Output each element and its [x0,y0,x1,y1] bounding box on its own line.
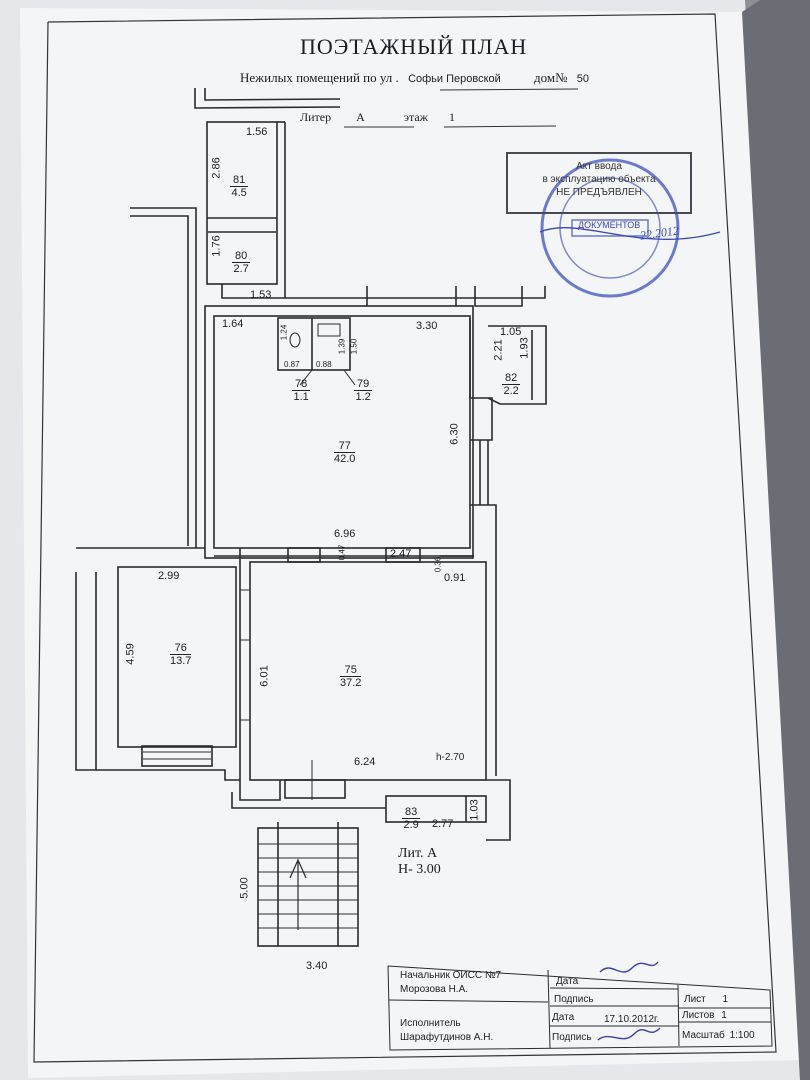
scale-cell: Масштаб 1:100 [682,1030,755,1041]
street-name: Софьи Перовской [408,73,501,85]
sheet-cell: Лист 1 [684,994,728,1005]
address-prefix: Нежилых помещений по ул . [240,70,399,85]
dim-0-36: 0.36 [433,556,443,573]
dim-1-39: 1.39 [337,338,347,355]
dim-0-88: 0.88 [316,360,332,369]
dim-6-01: 6.01 [258,665,271,687]
sheets-cell: Листов 1 [682,1010,727,1021]
dim-0-91: 0.91 [444,572,466,584]
liter-value: А [356,110,365,124]
liter-block: Лит. А Н- 3.00 [398,846,441,878]
floor-label: этаж [403,110,428,124]
dim-1-56: 1.56 [246,126,268,138]
sheets-value: 1 [721,1010,727,1021]
date2-label: Дата [552,1012,575,1023]
executor-label: Исполнитель [400,1018,461,1029]
liter-line: Литер А этаж 1 [300,110,455,125]
paper [20,8,800,1078]
date2-value: 17.10.2012г. [604,1014,660,1025]
liter-label: Литер [300,110,332,124]
notice-box: Акт ввода в эксплуатацию объекта НЕ ПРЕД… [506,152,692,214]
dim-2-86: 2.86 [210,157,223,179]
dim-1-76: 1.76 [210,235,223,257]
notice-line3: НЕ ПРЕДЪЯВЛЕН [556,187,642,198]
liter-block-line1: Лит. А [398,846,438,861]
date-label: Дата [556,976,579,987]
drawing-frame [33,13,777,1063]
executor-name: Шарафутдинов А.Н. [400,1032,494,1043]
dim-1-50: 1.50 [349,338,359,355]
signature-executor [597,1027,661,1041]
stamp-word: ДОКУМЕНТОВ [578,220,641,230]
dim-1-05: 1.05 [500,326,522,338]
dim-1-53: 1.53 [250,289,272,301]
paper-shadow [742,0,810,1080]
dim-6-96: 6.96 [334,528,356,540]
liter-block-line2: Н- 3.00 [398,862,441,877]
scale-label: Масштаб [682,1030,725,1041]
round-stamp [539,158,721,298]
dim-1-64: 1.64 [222,318,244,330]
dim-6-30: 6.30 [448,423,461,445]
dim-1-24: 1.24 [279,324,289,341]
dim-6-24: 6.24 [354,756,376,768]
sign-label: Подпись [554,994,594,1005]
document-title: ПОЭТАЖНЫЙ ПЛАН [300,34,528,59]
title-block-grid [387,965,773,1051]
dim-5-00: 5.00 [238,877,251,899]
dim-2-47: 2.47 [390,548,412,560]
scale-value: 1:100 [729,1030,755,1041]
notice-line2: в эксплуатацию объекта [542,174,656,185]
floor-value: 1 [448,110,455,124]
dim-0-47: 0.47 [337,544,347,561]
dim-4-59: 4.59 [124,643,137,665]
dim-2-77: 2.77 [432,818,454,830]
dim-2-21: 2.21 [492,339,505,361]
notice-line1: Акт ввода [576,161,622,172]
dim-0-87: 0.87 [284,360,300,369]
signature-chief [599,961,659,973]
chief-name: Морозова Н.А. [400,984,469,995]
sheet-label: Лист [684,994,706,1005]
dim-1-03: 1.03 [468,799,481,821]
address-line: Нежилых помещений по ул . Софьи Перовско… [240,70,589,86]
chief-label: Начальник ОИСС №7 [400,970,502,981]
dim-3-40: 3.40 [306,960,328,972]
sheet-value: 1 [722,994,729,1005]
dim-2-99: 2.99 [158,570,180,582]
dim-1-93: 1.93 [518,337,531,359]
sheets-label: Листов [682,1010,715,1021]
sign2-label: Подпись [552,1032,592,1043]
height-2-70: h-2.70 [436,752,465,763]
house-number: 50 [576,73,590,85]
house-prefix: дом№ [534,70,568,85]
dim-3-30: 3.30 [416,320,438,332]
